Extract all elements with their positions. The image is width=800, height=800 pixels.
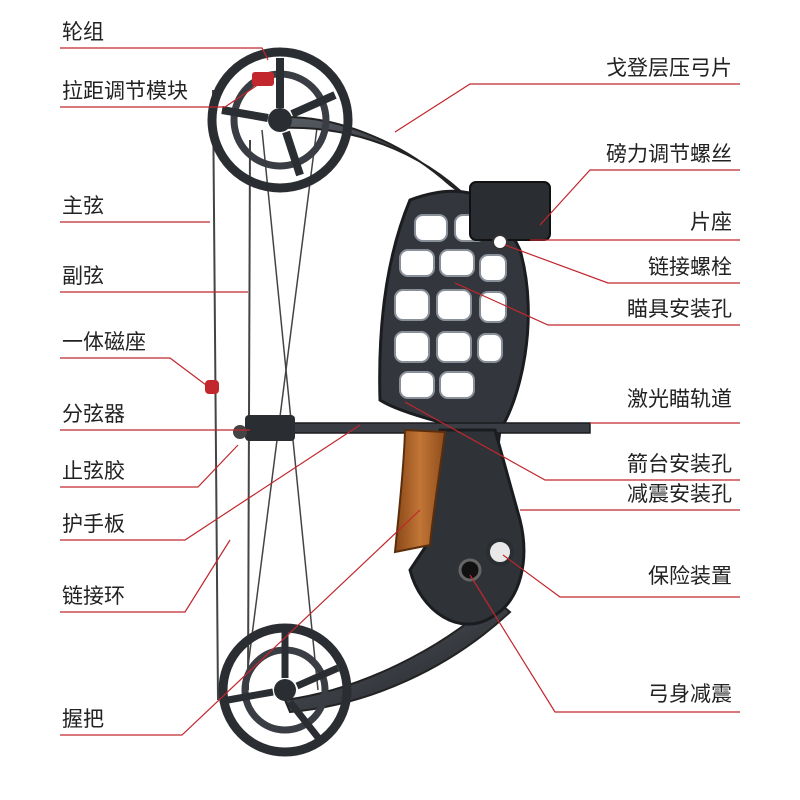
leader-body-dampener — [469, 574, 740, 713]
leader-guard-plate — [60, 424, 361, 541]
label-sight-holes: 瞄具安装孔 — [627, 297, 732, 321]
link-bolt — [492, 234, 508, 250]
body-dampener — [458, 558, 482, 582]
riser — [378, 181, 551, 472]
leader-string-stop — [60, 444, 239, 488]
leader-link-ring — [60, 539, 231, 613]
label-body-dampener: 弓身减震 — [648, 682, 732, 706]
label-dampener-holes: 减震安装孔 — [627, 482, 732, 506]
leader-magnet-seat — [60, 357, 211, 389]
main-string — [212, 89, 219, 701]
leader-weight-screw — [539, 169, 740, 226]
leader-safety — [502, 554, 740, 598]
lower-cam-wheel — [218, 623, 352, 757]
label-splitter: 分弦器 — [62, 402, 125, 426]
label-guard-plate: 护手板 — [62, 512, 125, 536]
leader-cam-wheel — [60, 47, 269, 61]
label-link-bolt: 链接螺栓 — [648, 255, 732, 279]
label-weight-screw: 磅力调节螺丝 — [606, 142, 732, 166]
leader-link-bolt — [504, 244, 740, 284]
limb-pocket — [469, 181, 551, 241]
upper-cam-wheel — [207, 47, 353, 193]
label-string-stop: 止弦胶 — [62, 459, 125, 483]
label-laser-rail: 激光瞄轨道 — [627, 387, 732, 411]
label-main-string: 主弦 — [62, 194, 104, 218]
label-limb-pocket: 片座 — [690, 210, 732, 234]
label-cam-wheel: 轮组 — [62, 20, 104, 44]
magnet-seat — [205, 380, 219, 394]
safety-device — [486, 538, 514, 566]
leader-lines — [60, 47, 740, 736]
leader-sight-holes — [454, 282, 740, 326]
leader-grip — [60, 509, 421, 736]
label-safety: 保险装置 — [648, 564, 732, 588]
label-sub-string: 副弦 — [62, 264, 104, 288]
label-draw-module: 拉距调节模块 — [62, 79, 188, 103]
string-splitter — [233, 415, 295, 441]
label-laminated-limb: 戈登层压弓片 — [606, 56, 732, 80]
label-grip: 握把 — [62, 707, 104, 731]
leader-laminated-limb — [394, 83, 740, 133]
draw-module — [252, 72, 274, 86]
label-rest-holes: 箭台安装孔 — [627, 452, 732, 476]
label-magnet-seat: 一体磁座 — [62, 330, 146, 354]
leader-draw-module — [60, 81, 263, 108]
leader-rest-holes — [404, 401, 740, 481]
strings — [212, 89, 319, 701]
label-link-ring: 链接环 — [62, 584, 125, 608]
